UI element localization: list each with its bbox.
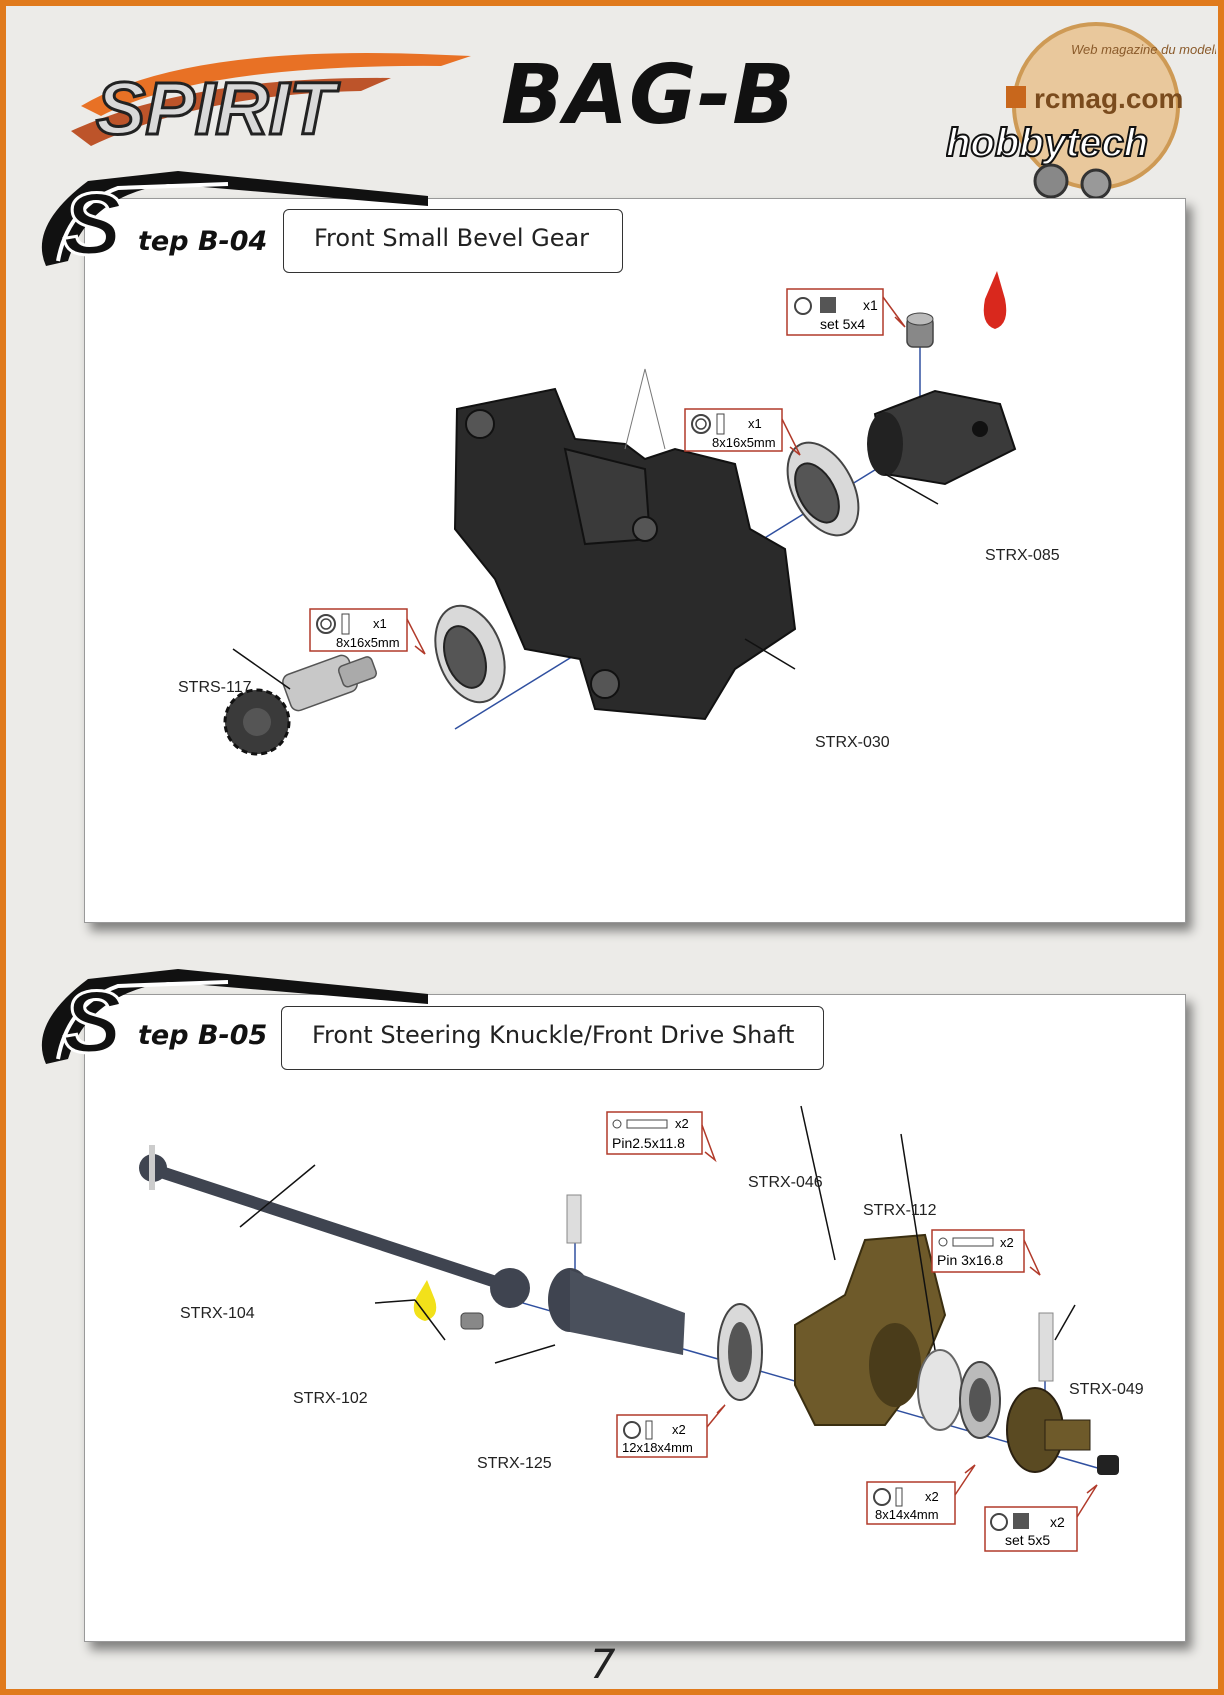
callout-qty: x2 xyxy=(1000,1235,1014,1250)
callout-qty: x1 xyxy=(748,416,762,431)
step-s-glyph: S xyxy=(63,972,122,1071)
bevel-gear-part xyxy=(223,654,378,756)
callout-pin-top: x2 Pin2.5x11.8 xyxy=(606,1111,717,1163)
callout-size: 8x16x5mm xyxy=(336,635,400,650)
part-label-hub: STRX-049 xyxy=(1069,1381,1144,1398)
thread-lock-drop xyxy=(983,271,1007,329)
gearbox-part xyxy=(453,368,797,721)
oil-drop xyxy=(413,1280,437,1321)
step-b04-panel: x1 set 5x4 x1 8x16x5mm x1 8x xyxy=(84,198,1186,923)
callout-size: 8x14x4mm xyxy=(875,1507,939,1522)
callout-size: Pin 3x16.8 xyxy=(937,1252,1003,1268)
step-b05-tab: S xyxy=(41,969,428,1073)
step-b05-illustration: x2 Pin2.5x11.8 x2 Pin 3x16.8 x2 12x18x4m… xyxy=(139,1105,1119,1552)
rcmag-badge: Web magazine du modelisme rcmag.com hobb… xyxy=(946,22,1216,200)
bearing-right xyxy=(786,441,860,537)
callout-size: 12x18x4mm xyxy=(622,1440,693,1455)
step-b04-tab: S xyxy=(41,171,428,275)
coupler-part xyxy=(867,389,1017,486)
part-label-spacer: STRX-112 xyxy=(863,1202,937,1219)
callout-bearing-left: x1 8x16x5mm xyxy=(309,608,426,655)
callout-qty: x1 xyxy=(373,616,387,631)
part-label-drive-shaft: STRX-104 xyxy=(180,1305,255,1322)
callout-bearing-right: x1 8x16x5mm xyxy=(684,408,801,456)
callout-size: set 5x4 xyxy=(820,316,865,332)
part-label-coupler: STRX-085 xyxy=(985,547,1060,564)
pin-top-part xyxy=(566,1194,582,1244)
spirit-logo: SPIRIT xyxy=(71,53,471,152)
drive-shaft-part xyxy=(139,1145,530,1308)
bag-title: BAG-B xyxy=(501,48,796,143)
part-label-bevel-gear: STRS-117 xyxy=(178,679,252,696)
callout-qty: x2 xyxy=(672,1422,686,1437)
callout-qty: x2 xyxy=(675,1116,689,1131)
axle-part xyxy=(548,1268,685,1355)
callout-qty: x2 xyxy=(925,1489,939,1504)
callout-qty: x1 xyxy=(863,297,878,313)
callout-size: 8x16x5mm xyxy=(712,435,776,450)
callout-pin-right: x2 Pin 3x16.8 xyxy=(931,1229,1041,1276)
part-label-knuckle: STRX-046 xyxy=(748,1174,823,1191)
pin-insert-part xyxy=(460,1312,484,1330)
hobbytech-logo: hobbytech xyxy=(946,121,1148,165)
step-b05-label: tep B-05 xyxy=(138,1020,268,1051)
page-header: SPIRIT BAG-B Web magazine du modelisme r… xyxy=(6,6,1218,200)
badge-arc-text: Web magazine du modelisme xyxy=(1071,42,1216,57)
step-b04-title: Front Small Bevel Gear xyxy=(283,209,623,273)
callout-bearing-large: x2 12x18x4mm xyxy=(616,1404,726,1458)
step-s-glyph: S xyxy=(63,174,122,273)
step-b05-panel: x2 Pin2.5x11.8 x2 Pin 3x16.8 x2 12x18x4m… xyxy=(84,994,1186,1642)
callout-set-screw: x2 set 5x5 xyxy=(984,1484,1098,1552)
callout-size: Pin2.5x11.8 xyxy=(612,1135,685,1151)
step-b04-label: tep B-04 xyxy=(138,226,268,257)
knuckle-part xyxy=(794,1233,947,1426)
bearing-left xyxy=(434,604,506,704)
logo-text: SPIRIT xyxy=(96,67,340,150)
callout-bearing-small: x2 8x14x4mm xyxy=(866,1464,976,1525)
step-b04-illustration: x1 set 5x4 x1 8x16x5mm x1 8x xyxy=(223,271,1017,756)
callout-set-screw: x1 set 5x4 xyxy=(786,288,906,336)
badge-text: rcmag.com xyxy=(1034,83,1183,114)
set-screw-part xyxy=(1097,1455,1119,1475)
page-number: 7 xyxy=(590,1642,616,1688)
callout-qty: x2 xyxy=(1050,1514,1065,1530)
bearing-small xyxy=(959,1361,1001,1439)
pin-right-part xyxy=(1038,1312,1054,1382)
callout-size: set 5x5 xyxy=(1005,1532,1050,1548)
set-screw-part xyxy=(906,312,934,348)
spacer-part xyxy=(917,1349,963,1431)
part-label-axle: STRX-125 xyxy=(477,1455,552,1472)
part-label-gearbox: STRX-030 xyxy=(815,734,890,751)
step-b05-title: Front Steering Knuckle/Front Drive Shaft xyxy=(281,1006,824,1070)
hub-part xyxy=(1006,1387,1091,1473)
part-label-pin-insert: STRX-102 xyxy=(293,1390,368,1407)
bearing-large xyxy=(717,1303,763,1401)
